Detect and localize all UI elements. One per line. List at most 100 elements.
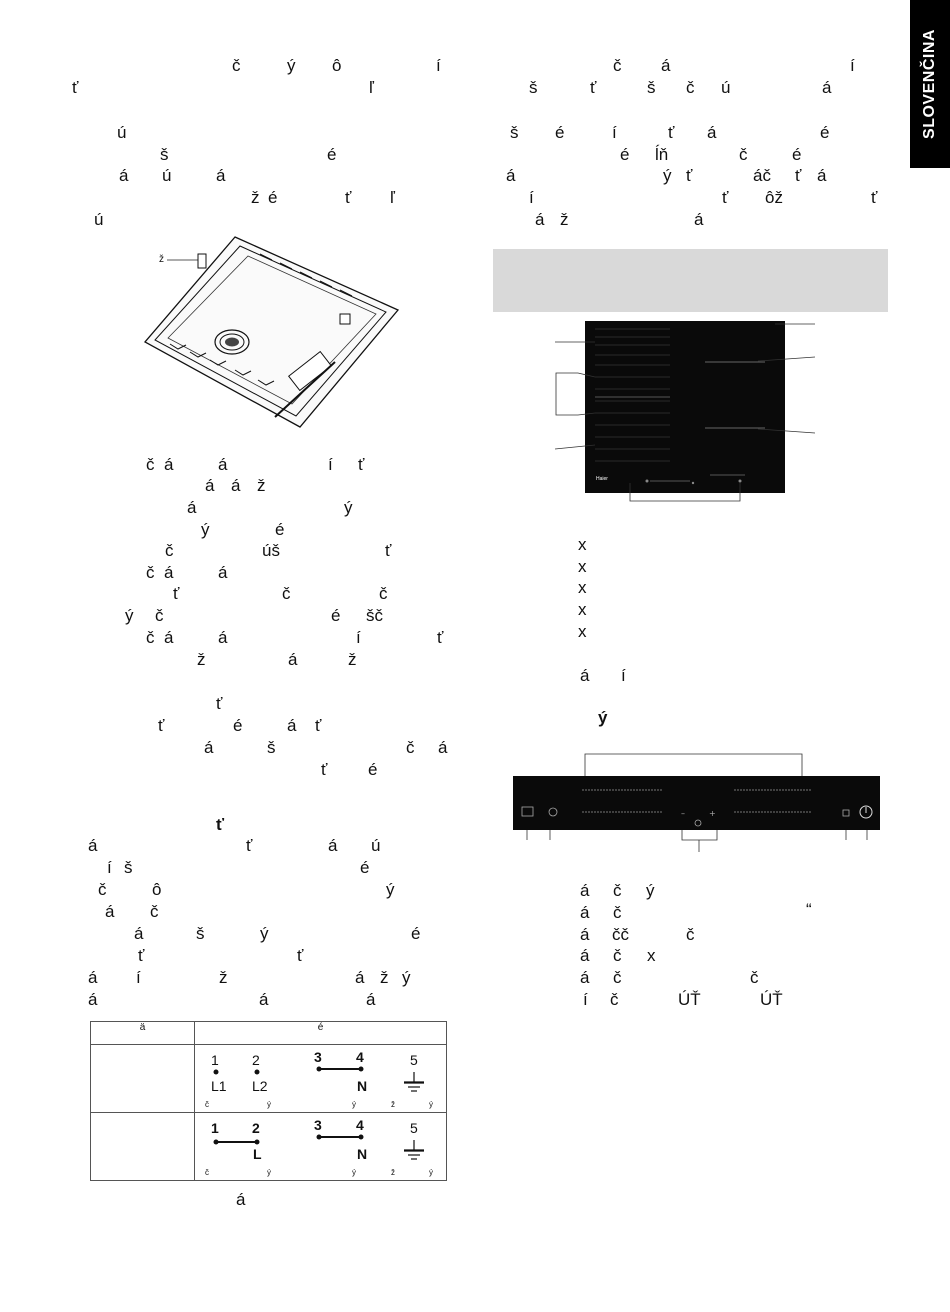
list-item: x [578,557,587,576]
text-fragment: č [165,541,174,560]
text-fragment: á [105,902,115,921]
wiring-table-header-left: ä [90,1021,195,1045]
text-fragment: ú [721,78,731,97]
text-fragment: x [647,946,656,965]
terminal-number: 4 [356,1049,364,1065]
terminal-label: L [253,1146,262,1162]
control-panel-drawing: – + [513,753,880,852]
text-fragment: ť [358,455,365,474]
text-fragment: á [231,476,241,495]
terminal-label: N [357,1146,368,1162]
caption: ý [352,1100,356,1109]
text-fragment: ť [297,946,304,965]
caption: ž [391,1100,395,1109]
text-fragment: ž [348,650,357,669]
text-fragment: ť [216,694,223,713]
text-fragment: á [694,210,704,229]
text-fragment: ôž [765,188,783,207]
text-fragment: ô [152,880,162,899]
text-fragment: “ [806,900,812,919]
text-fragment: ý [663,166,672,185]
text-fragment: č [282,584,291,603]
svg-text:–: – [681,809,685,818]
wiring-row1-diagram-cell: 1 2 3 4 5 L1 L2 N [194,1044,447,1113]
text-fragment: ú [94,210,104,229]
text-fragment: úš [262,541,280,560]
text-fragment: é [233,716,243,735]
text-fragment: č [146,455,155,474]
text-fragment: ľ [369,78,374,97]
terminal-label: L1 [211,1078,227,1094]
caption: ž [391,1168,395,1177]
text-fragment: č [146,563,155,582]
caption: ý [352,1168,356,1177]
text-fragment: á [204,738,214,757]
text-fragment: á [119,166,129,185]
text-fragment: é [820,123,830,142]
text-fragment: á [218,563,228,582]
text-fragment: á [216,166,226,185]
text-fragment: čč [612,925,629,944]
text-fragment: é [792,145,802,164]
text-fragment: č [686,925,695,944]
list-item: x [578,600,587,619]
text-fragment: ÚŤ [760,990,783,1009]
terminal-number: 3 [314,1117,322,1133]
terminal-number: 2 [252,1120,260,1136]
wiring-row2-label-cell [90,1112,195,1181]
text-fragment: č [155,606,164,625]
text-fragment: é [331,606,341,625]
text-fragment: ť [138,946,145,965]
text-fragment: é [555,123,565,142]
text-fragment: é [275,520,285,539]
wiring-table-header-right: é [194,1021,447,1045]
text-fragment: á [218,455,228,474]
text-fragment: č [613,946,622,965]
text-fragment: ž [219,968,228,987]
text-fragment: ž [380,968,389,987]
text-fragment: č [610,990,619,1009]
text-fragment: á [164,455,174,474]
text-fragment: č [232,56,241,75]
text-fragment: á [134,924,144,943]
terminal-connections [213,1134,424,1151]
table-caption: á [236,1190,246,1209]
text-fragment: ý [646,881,655,900]
terminal-number: 1 [211,1120,219,1136]
wiring-table: ä é 1 2 3 4 5 L1 L2 N [90,1021,447,1181]
section-heading: ť [216,815,225,834]
text-fragment: é [620,145,630,164]
text-fragment: áč [753,166,771,185]
text-fragment: š [267,738,276,757]
wiring-row2-diagram-cell: 1 2 3 4 5 L N [194,1112,447,1181]
ground-icon [404,1150,424,1160]
text-fragment: ť [722,188,729,207]
text-fragment: č [406,738,415,757]
text-fragment: é [360,858,370,877]
text-fragment: č [739,145,748,164]
text-fragment: š [160,145,169,164]
text-fragment: ť [686,166,693,185]
terminal-number: 5 [410,1052,418,1068]
terminal-number: 2 [252,1052,260,1068]
text-fragment: á [580,881,590,900]
ground-icon [404,1082,424,1092]
text-fragment: ý [260,924,269,943]
text-fragment: é [327,145,337,164]
text-fragment: í [356,628,361,647]
text-fragment: á [328,836,338,855]
text-fragment: á [205,476,215,495]
text-fragment: í [328,455,333,474]
text-fragment: á [438,738,448,757]
text-fragment: č [613,881,622,900]
text-fragment: č [379,584,388,603]
caption: ý [267,1168,271,1177]
text-fragment: á [580,946,590,965]
terminal-label: L2 [252,1078,268,1094]
text-fragment: č [613,968,622,987]
text-fragment: ú [162,166,172,185]
svg-text:+: + [709,809,716,818]
text-fragment: ť [315,716,322,735]
language-tab: SLOVENČINA [910,0,950,168]
text-fragment: á [822,78,832,97]
